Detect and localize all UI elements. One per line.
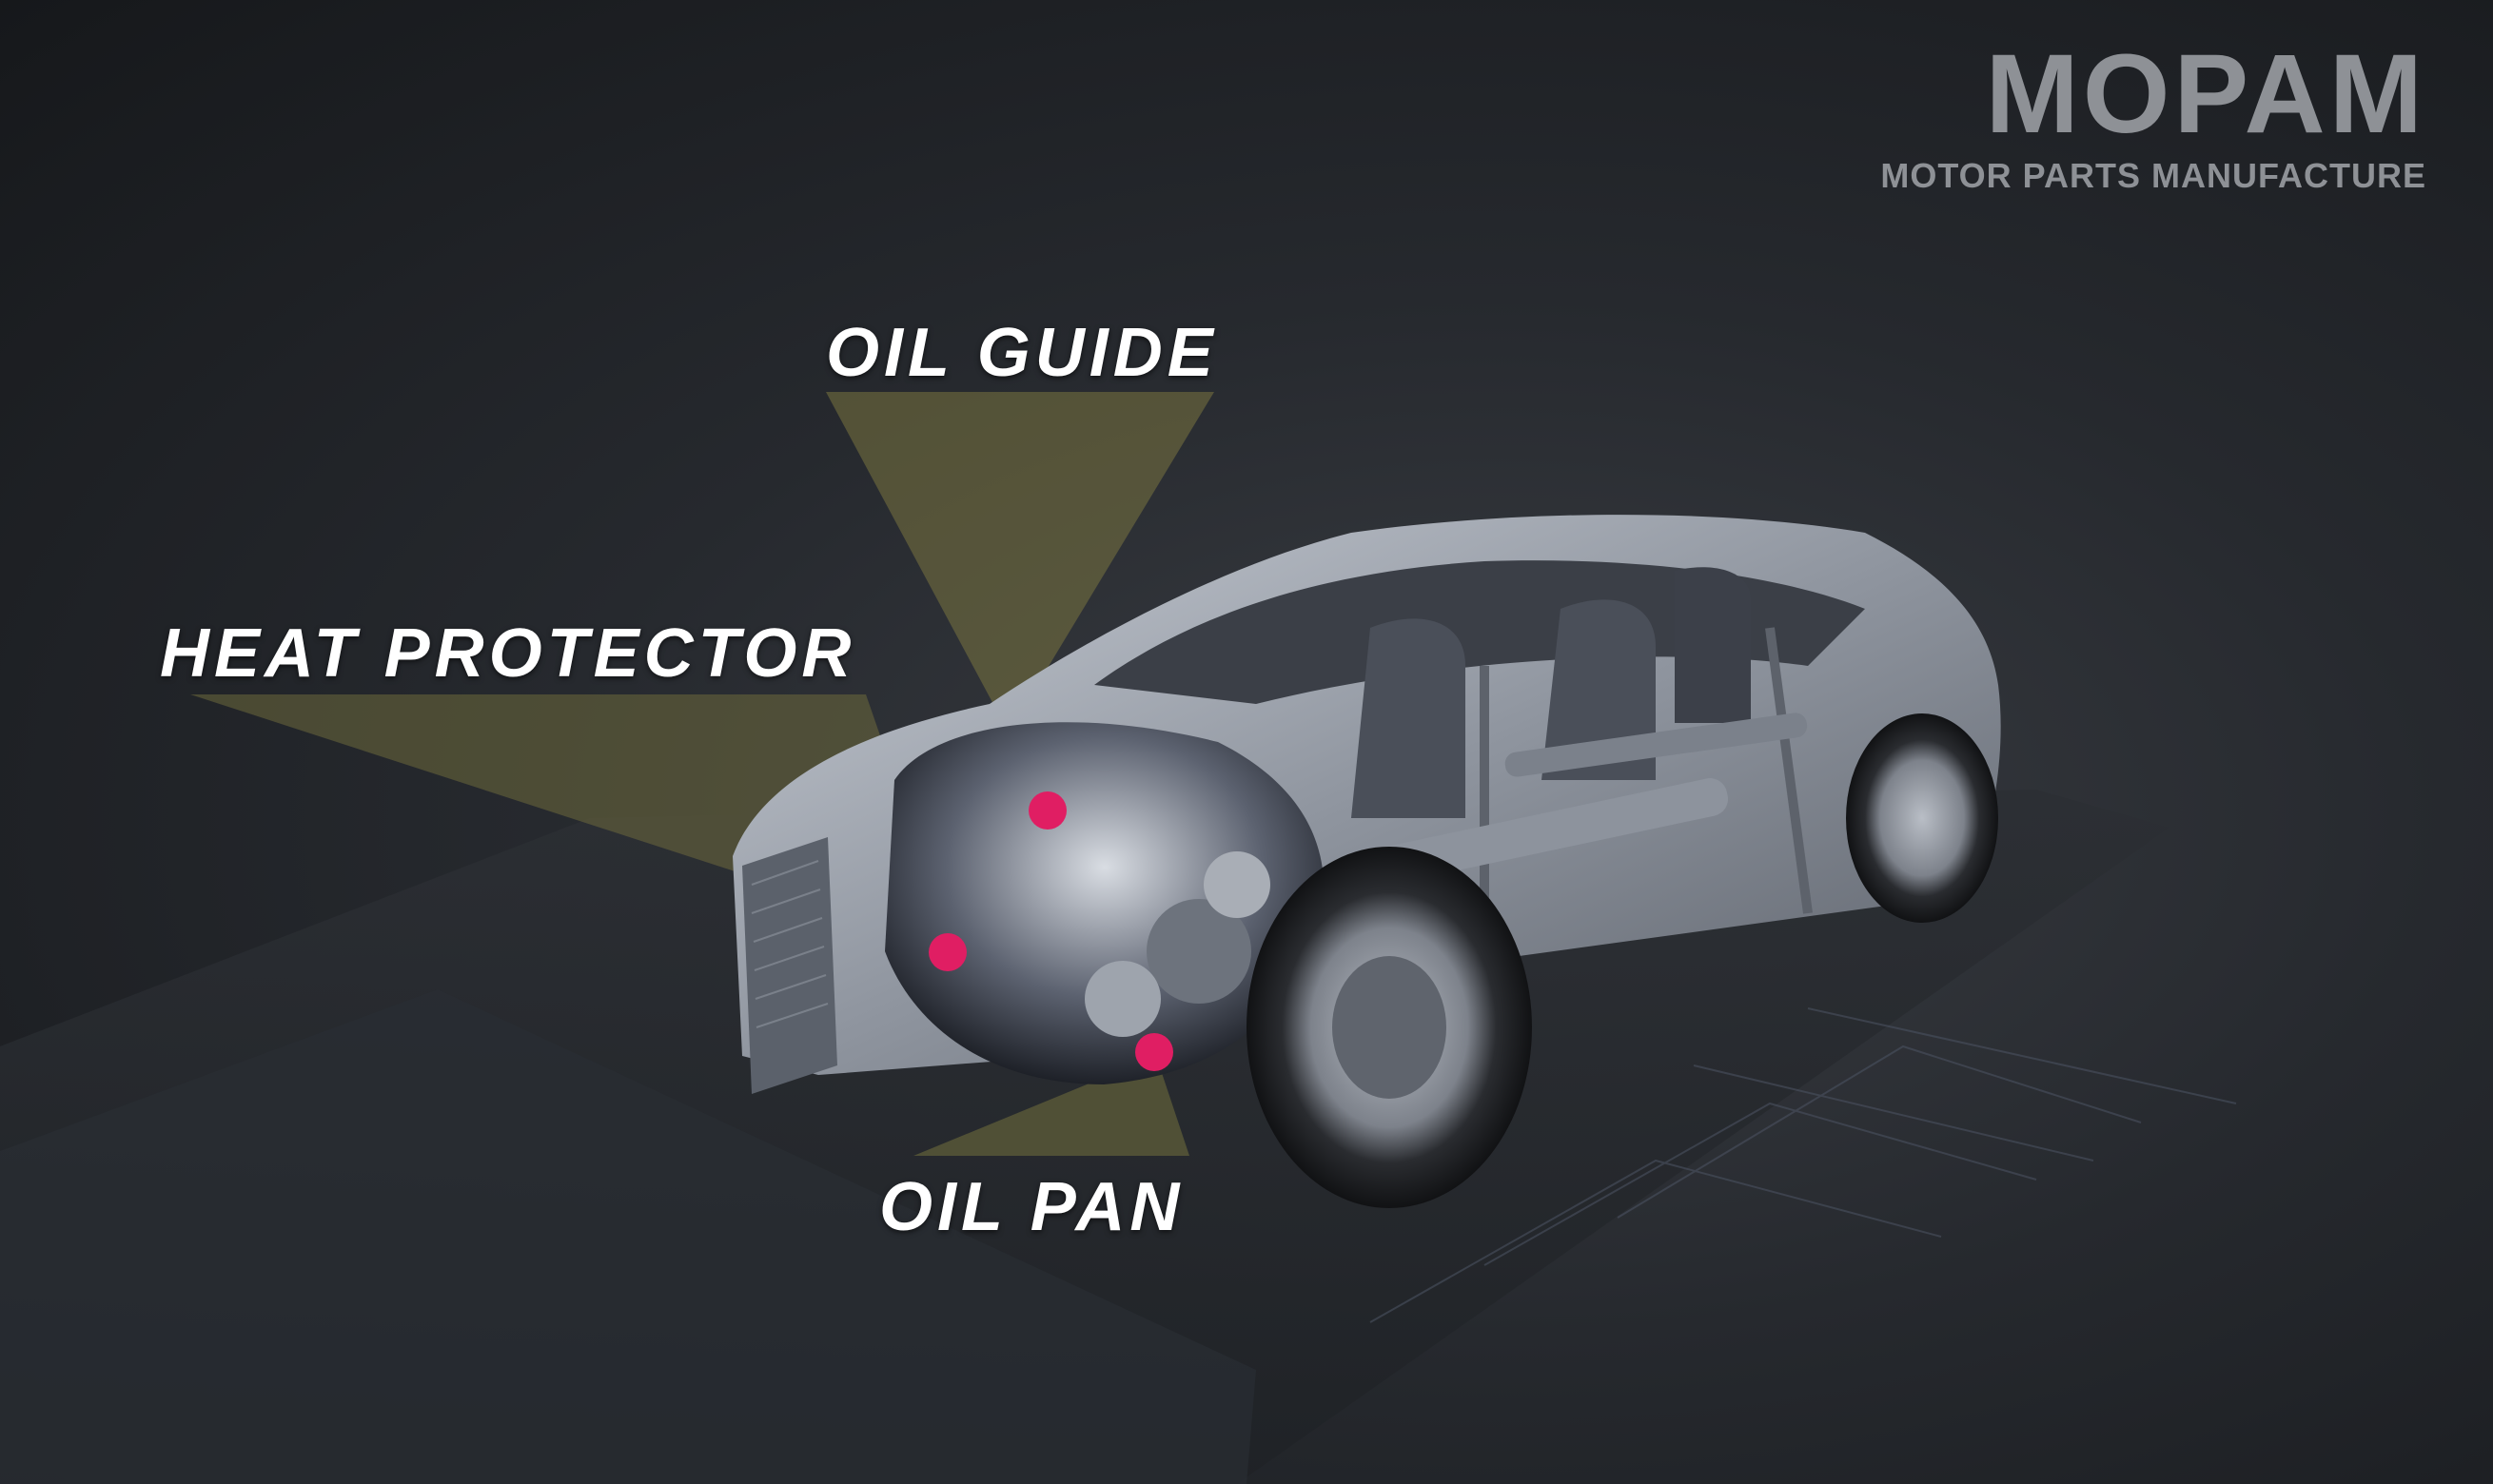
- front-wheel: [1246, 847, 1532, 1208]
- callout-markers: [929, 791, 1173, 1071]
- brand-tagline: MOTOR PARTS MANUFACTURE: [1880, 156, 2426, 195]
- oil-pan-label: OIL PAN: [879, 1169, 1185, 1245]
- oil-pan-marker: [1135, 1033, 1173, 1071]
- oil-guide-label: OIL GUIDE: [826, 315, 1218, 391]
- oil-guide-marker: [1029, 791, 1067, 830]
- rear-wheel: [1846, 713, 1998, 923]
- brand-wordmark: MOPAM: [1985, 31, 2426, 157]
- car-interior: [1351, 567, 1751, 818]
- heat-protector-label: HEAT PROTECTOR: [160, 615, 856, 692]
- engine-assembly: [885, 722, 1325, 1084]
- heat-protector-marker: [929, 933, 967, 971]
- brand-logo: MOPAM MOTOR PARTS MANUFACTURE: [1880, 38, 2426, 196]
- radiator: [742, 837, 837, 1094]
